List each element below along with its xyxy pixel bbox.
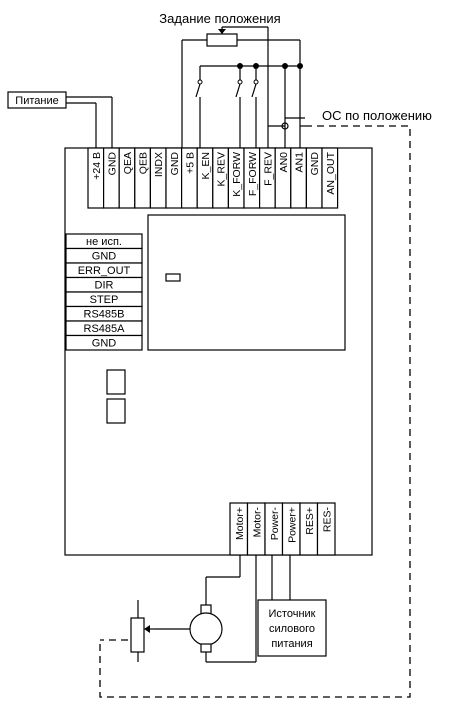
bottom-terminal-label: Motor+: [234, 507, 246, 540]
connector-upper: [106, 369, 126, 395]
bottom-terminal-label: RES-: [321, 507, 333, 533]
connector-lower: [106, 398, 126, 424]
left-terminal-block: не исп. GND ERR_OUT DIR STEP RS485B RS485A GND: [65, 233, 143, 351]
top-terminal-label: GND: [106, 152, 118, 176]
bottom-terminal: Motor+: [229, 502, 249, 556]
switch-k-en: [195, 79, 203, 148]
left-terminal-label: не исп.: [86, 236, 122, 248]
top-terminal-label: QEB: [138, 152, 150, 174]
top-terminal: QEB: [134, 147, 152, 209]
controller-board: [64, 147, 373, 556]
power-label: Питание: [15, 95, 58, 107]
feedback-potentiometer: [100, 600, 155, 662]
top-terminal: K_FORW: [227, 147, 245, 209]
top-terminal-label: GND: [169, 152, 181, 176]
top-terminal-label: AN0: [278, 152, 290, 173]
position-potentiometer: [181, 26, 301, 148]
motor: [155, 604, 223, 653]
top-terminal-label: +5 В: [184, 152, 196, 174]
left-terminal: STEP: [65, 291, 143, 308]
power-source-line1: Источник: [269, 608, 316, 620]
top-terminal-label: K_REV: [216, 152, 228, 186]
switch-bus: [199, 63, 303, 148]
top-terminal: GND: [102, 147, 120, 209]
top-terminal-label: AN_OUT: [325, 151, 337, 194]
top-terminal: GND: [165, 147, 183, 209]
top-terminal-label: AN1: [294, 152, 306, 173]
bottom-terminal-label: Motor-: [251, 507, 263, 538]
top-terminal: QEA: [118, 147, 136, 209]
bottom-terminal: RES-: [316, 502, 336, 556]
power-supply-input: Питание: [7, 91, 113, 148]
top-terminal: +5 В: [181, 147, 198, 209]
top-terminal: +24 В: [87, 147, 105, 209]
left-terminal-label: GND: [92, 338, 117, 350]
top-terminal: INDX: [149, 147, 167, 209]
diagram-title: Задание положения: [159, 11, 280, 26]
top-terminal-label: K_EN: [200, 152, 212, 179]
bottom-terminal-label: Power-: [269, 507, 281, 541]
bottom-terminal: Power+: [281, 502, 301, 556]
left-terminal-label: STEP: [90, 294, 119, 306]
left-terminal-label: GND: [92, 251, 117, 263]
top-terminal-label: QEA: [122, 152, 134, 174]
switch-f-rev: [251, 79, 259, 148]
top-terminal: AN0: [274, 147, 292, 209]
top-terminal: K_REV: [212, 147, 230, 209]
feedback-dashed-loop: [99, 125, 411, 698]
led-indicator: [165, 273, 181, 282]
left-terminal: GND: [65, 247, 143, 264]
top-terminal-label: F_REV: [262, 152, 274, 186]
top-terminal-label: +24 В: [91, 152, 103, 180]
power-label-box: [7, 91, 67, 109]
inner-module: [147, 214, 346, 351]
analog-feedback-wires: [268, 117, 305, 130]
left-terminal: DIR: [65, 276, 143, 293]
left-terminal: RS485B: [65, 305, 143, 322]
bottom-terminal: Power-: [264, 502, 284, 556]
top-terminal: GND: [305, 147, 323, 209]
power-source-line2: силового: [269, 623, 315, 635]
top-terminal: F_FORW: [243, 147, 261, 209]
motor-wires: [205, 555, 291, 663]
top-terminal-label: K_FORW: [231, 152, 243, 197]
bottom-terminal-label: RES+: [304, 507, 316, 535]
power-source-box: [257, 599, 327, 657]
top-terminal-label: INDX: [153, 152, 165, 177]
left-terminal: не исп.: [65, 233, 143, 250]
power-source-line3: питания: [271, 638, 312, 650]
top-terminal: K_EN: [196, 147, 214, 209]
left-terminal-label: ERR_OUT: [78, 265, 131, 277]
top-terminal-label: F_FORW: [247, 152, 259, 196]
left-terminal: GND: [65, 334, 143, 351]
left-terminal: RS485A: [65, 320, 143, 337]
left-terminal-label: RS485B: [84, 309, 125, 321]
bottom-terminal: Motor-: [246, 502, 266, 556]
top-terminal: F_REV: [259, 147, 276, 209]
top-terminal: AN_OUT: [321, 147, 339, 209]
feedback-label: ОС по положению: [322, 108, 432, 123]
bottom-terminal-block: Motor+ Motor- Power- Power+ RES+ RES-: [229, 502, 336, 556]
left-terminal-label: RS485A: [84, 323, 126, 335]
bottom-terminal: RES+: [299, 502, 319, 556]
top-terminal: AN1: [290, 147, 307, 209]
top-terminal-label: GND: [309, 152, 321, 176]
bottom-terminal-label: Power+: [286, 507, 298, 543]
left-terminal-label: DIR: [95, 280, 114, 292]
left-terminal: ERR_OUT: [65, 262, 143, 279]
switch-f-forw: [235, 79, 243, 148]
